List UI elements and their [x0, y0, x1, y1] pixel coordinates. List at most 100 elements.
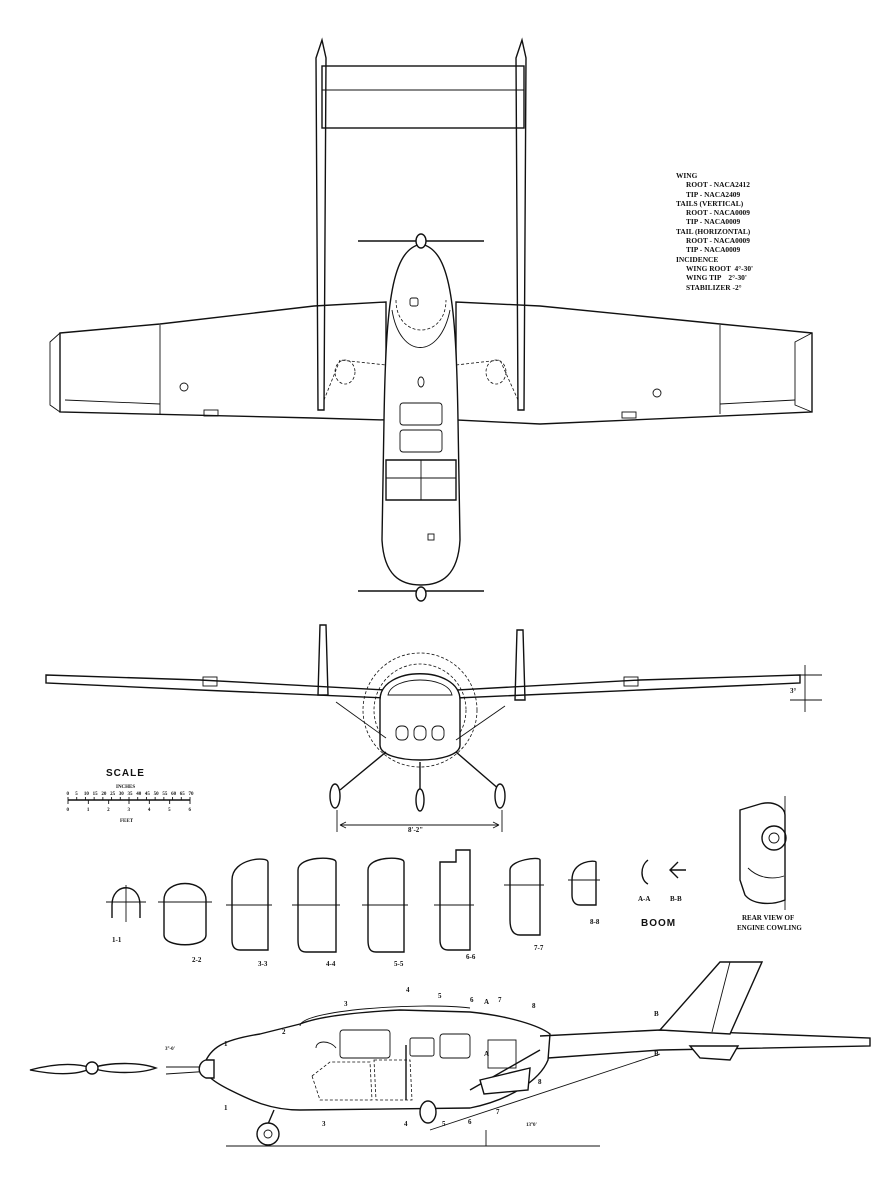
main-gear-side [419, 1100, 437, 1124]
spec-line: ROOT - NACA2412 [686, 180, 750, 190]
airfoil-spec-table: WING ROOT - NACA2412 TIP - NACA2409 TAIL… [676, 171, 753, 292]
scale-units-inches: INCHES [116, 785, 135, 790]
station-mark: B [654, 1010, 659, 1018]
section-label: 4-4 [326, 960, 336, 968]
rear-view-caption-line2: ENGINE COWLING [737, 924, 802, 932]
feet-tick-label: 2 [107, 808, 110, 813]
fuselage-top [381, 243, 461, 586]
nose-gear-side [256, 1122, 280, 1146]
station-mark: 4 [406, 986, 410, 994]
inch-tick-label: 20 [101, 792, 107, 797]
left-fin-front [317, 624, 329, 696]
inch-tick-label: 15 [93, 792, 99, 797]
feet-tick-label: 5 [168, 808, 171, 813]
spec-line: TIP - NACA2409 [686, 189, 741, 199]
inch-tick-label: 50 [154, 792, 160, 797]
section-label: 2-2 [192, 956, 202, 964]
section-label: 8-8 [590, 918, 600, 926]
section-5-5 [367, 857, 405, 953]
section-7-7 [509, 857, 541, 936]
station-mark: 4 [404, 1120, 408, 1128]
station-mark: 5 [442, 1120, 446, 1128]
section-label: 1-1 [112, 936, 122, 944]
feet-tick-label: 6 [189, 808, 192, 813]
prop-angle-label: 3°-0' [165, 1047, 176, 1052]
feet-tick-label: 4 [148, 808, 151, 813]
section-label: 5-5 [394, 960, 404, 968]
scale-units-feet: FEET [120, 819, 134, 824]
inch-tick-label: 70 [189, 792, 195, 797]
right-boom-top [515, 37, 527, 411]
inch-tick-label: 25 [110, 792, 116, 797]
nose-wheel [415, 788, 425, 812]
section-8-8 [571, 860, 597, 906]
tail-boom-side [539, 1029, 871, 1059]
right-main-wheel [494, 783, 506, 809]
feet-tick-group: 0 1 2 3 4 5 6 [67, 800, 192, 813]
station-mark: 3 [344, 1000, 348, 1008]
spec-line: STABILIZER -2° [686, 282, 742, 292]
track-dimension-label: 8'-2" [408, 826, 423, 834]
boom-section-b [669, 861, 686, 879]
right-fin-front [514, 629, 526, 701]
spec-line: WING TIP 2°-30' [686, 273, 747, 283]
boom-section-label: B-B [670, 895, 682, 903]
dihedral-label: 3° [790, 687, 797, 695]
left-wing-front [45, 674, 387, 699]
station-mark: 1 [224, 1104, 228, 1112]
spec-line: WING ROOT 4°-30' [686, 263, 754, 273]
section-4-4 [297, 857, 337, 953]
right-wing-front [455, 674, 801, 699]
left-main-wheel [329, 783, 341, 809]
station-mark: 7 [496, 1108, 500, 1116]
section-label: 7-7 [534, 944, 544, 952]
spec-line: ROOT - NACA0009 [686, 236, 750, 246]
left-boom-top [315, 37, 327, 411]
feet-tick-label: 0 [67, 808, 70, 813]
spec-line: TIP - NACA0009 [686, 217, 741, 227]
station-mark: 7 [498, 996, 502, 1004]
station-mark: A [484, 1050, 489, 1058]
spec-line: INCIDENCE [676, 254, 719, 264]
rear-view-caption-line1: REAR VIEW OF [742, 914, 794, 922]
inch-tick-label: 45 [145, 792, 151, 797]
inch-tick-label: 65 [180, 792, 186, 797]
right-wing-top [455, 301, 813, 425]
inch-tick-label: 0 [67, 792, 70, 797]
boom-section-label: A-A [638, 895, 650, 903]
feet-tick-label: 1 [87, 808, 90, 813]
station-mark: B [654, 1050, 659, 1058]
spec-line: WING [676, 171, 698, 180]
ground-angle-label: 13°0' [526, 1123, 537, 1128]
section-2-2 [163, 882, 207, 946]
inch-tick-label: 30 [119, 792, 125, 797]
inch-tick-label: 40 [136, 792, 142, 797]
vertical-tail-side [658, 961, 764, 1035]
spec-line: TAILS (VERTICAL) [676, 198, 744, 208]
fuselage-front [379, 673, 461, 761]
boom-section-a [641, 859, 649, 885]
left-wing-top [59, 301, 387, 421]
cross-sections: 1-1 2-2 3-3 4-4 5-5 6-6 7-7 8-8 A-A B-B … [106, 796, 802, 968]
horizontal-tail-top [321, 65, 525, 129]
section-3-3 [231, 858, 269, 951]
spec-line: ROOT - NACA0009 [686, 208, 750, 218]
station-mark: 8 [538, 1078, 542, 1086]
station-mark: 6 [470, 996, 474, 1004]
section-6-6 [439, 849, 471, 951]
feet-tick-label: 3 [128, 808, 131, 813]
station-mark: 5 [438, 992, 442, 1000]
inch-tick-label: 55 [162, 792, 168, 797]
boom-title: BOOM [641, 918, 676, 929]
inch-tick-label: 35 [128, 792, 134, 797]
section-label: 3-3 [258, 960, 268, 968]
spec-line: TIP - NACA0009 [686, 245, 741, 255]
engine-cowling-rear-view [739, 802, 786, 905]
inch-tick-label: 10 [84, 792, 90, 797]
top-view [49, 37, 813, 602]
front-view: 8'-2" 3° [45, 624, 822, 834]
inch-tick-label: 5 [75, 792, 78, 797]
